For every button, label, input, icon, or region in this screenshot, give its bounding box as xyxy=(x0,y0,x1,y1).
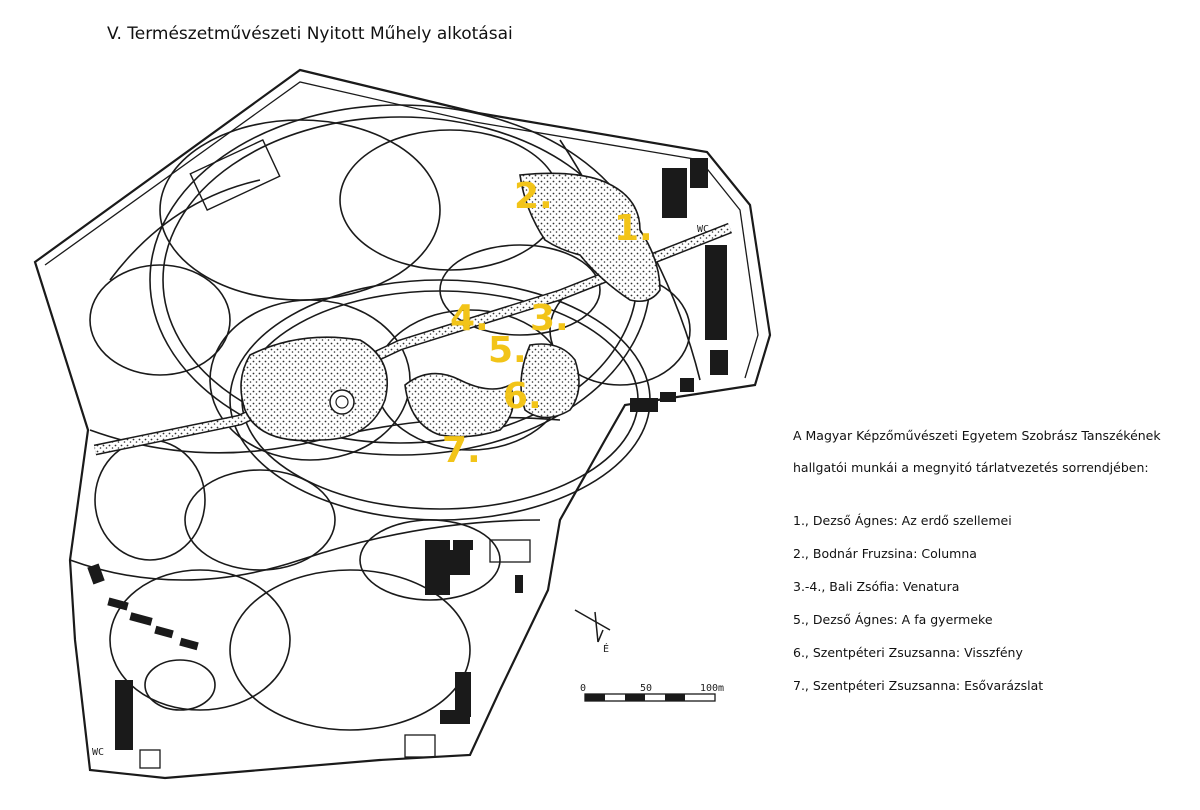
building-outline xyxy=(189,139,281,211)
legend-item: 5., Dezső Ágnes: A fa gyermeke xyxy=(793,612,993,627)
buildings xyxy=(87,158,728,750)
legend-item: 2., Bodnár Fruzsina: Columna xyxy=(793,546,977,561)
legend-intro-line-1: A Magyar Képzőművészeti Egyetem Szobrász… xyxy=(793,428,1161,443)
scale-tick-0: 0 xyxy=(580,683,586,694)
artwork-marker-1: 1. xyxy=(614,208,653,249)
wc-label-top: WC xyxy=(697,224,709,235)
scale-tick-100: 100m xyxy=(700,683,724,694)
island xyxy=(329,389,355,415)
wc-label-bottom: WC xyxy=(92,747,104,758)
artwork-marker-3: 3. xyxy=(530,298,569,339)
page-title: V. Természetművészeti Nyitott Műhely alk… xyxy=(107,24,513,44)
artwork-marker-7: 7. xyxy=(442,430,481,471)
legend-intro-line-2: hallgatói munkái a megnyitó tárlatvezeté… xyxy=(793,460,1149,475)
artwork-marker-2: 2. xyxy=(514,176,553,217)
north-label: É xyxy=(603,642,609,655)
legend-item: 3.-4., Bali Zsófia: Venatura xyxy=(793,579,960,594)
legend-item: 7., Szentpéteri Zsuzsanna: Esővarázslat xyxy=(793,678,1044,693)
artwork-marker-5: 5. xyxy=(488,330,527,371)
artwork-marker-4: 4. xyxy=(450,298,489,339)
legend-list: 1., Dezső Ágnes: Az erdő szellemei 2., B… xyxy=(793,511,1193,709)
legend: A Magyar Képzőművészeti Egyetem Szobrász… xyxy=(793,426,1193,709)
north-arrow xyxy=(574,609,611,643)
scale-tick-50: 50 xyxy=(640,683,652,694)
legend-item: 1., Dezső Ágnes: Az erdő szellemei xyxy=(793,513,1012,528)
scale-bar xyxy=(584,693,716,702)
artwork-marker-6: 6. xyxy=(503,376,542,417)
park-boundary xyxy=(33,68,772,780)
legend-item: 6., Szentpéteri Zsuzsanna: Visszfény xyxy=(793,645,1023,660)
ponds xyxy=(240,172,661,442)
